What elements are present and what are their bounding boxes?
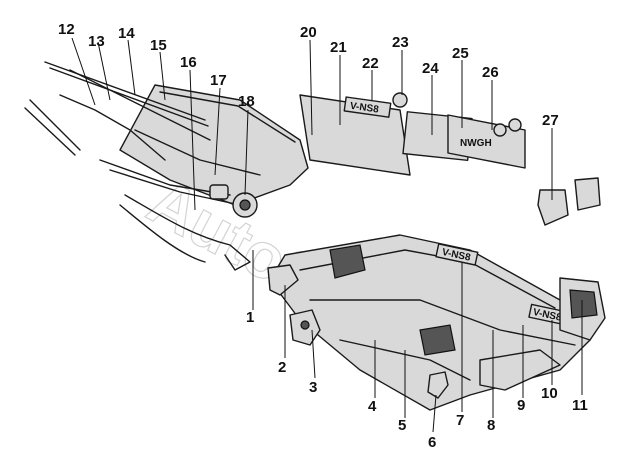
part-26-grommet: [493, 123, 507, 137]
cowl-panel: [119, 84, 309, 206]
callout-12: 12: [58, 21, 75, 38]
callout-21: 21: [330, 39, 347, 56]
wiper-cowl-assembly: [24, 61, 309, 271]
callout-14: 14: [118, 25, 135, 42]
rear-brand-badge-text: NWGH: [460, 138, 492, 149]
callout-25: 25: [452, 45, 469, 62]
part-6-hook: [427, 371, 449, 399]
callout-9: 9: [517, 397, 525, 414]
washer-hose: [124, 194, 251, 271]
callout-20: 20: [300, 24, 317, 41]
callout-16: 16: [180, 54, 197, 71]
callout-10: 10: [541, 385, 558, 402]
callout-13: 13: [88, 33, 105, 50]
callout-2: 2: [278, 359, 286, 376]
leader-lines: [71, 37, 583, 433]
callout-3: 3: [309, 379, 317, 396]
wiper-pivot: [209, 184, 229, 200]
callout-24: 24: [422, 60, 439, 77]
part-2-bracket: [267, 264, 299, 296]
wiper-blade-left: [44, 61, 206, 121]
callout-23: 23: [392, 34, 409, 51]
callout-1: 1: [246, 309, 254, 326]
callout-labels: 1 2 3 4 5 6 7 8 9 10 11 12 13 14 15 16 1…: [58, 21, 588, 451]
callout-4: 4: [368, 398, 377, 415]
part-23-fastener: [392, 92, 408, 108]
callout-22: 22: [362, 55, 379, 72]
callout-5: 5: [398, 417, 406, 434]
callout-18: 18: [238, 93, 255, 110]
callout-6: 6: [428, 434, 436, 451]
wiper-blade-main: [29, 99, 81, 151]
callout-26: 26: [482, 64, 499, 81]
callout-8: 8: [487, 417, 495, 434]
rear-trim-panel-group: V-NS8 NWGH: [299, 92, 601, 226]
callout-7: 7: [456, 412, 464, 429]
part-7-badge: [435, 243, 479, 266]
callout-27: 27: [542, 112, 559, 129]
grille-opening: [329, 244, 366, 279]
callout-17: 17: [210, 72, 227, 89]
part-22-badge: [343, 96, 392, 118]
callout-15: 15: [150, 37, 167, 54]
bumper-lower-strip: [479, 349, 561, 391]
callout-11: 11: [572, 397, 588, 414]
part-27-lamp: [537, 189, 569, 226]
rear-model-badge-text: V-NS8: [349, 101, 380, 116]
